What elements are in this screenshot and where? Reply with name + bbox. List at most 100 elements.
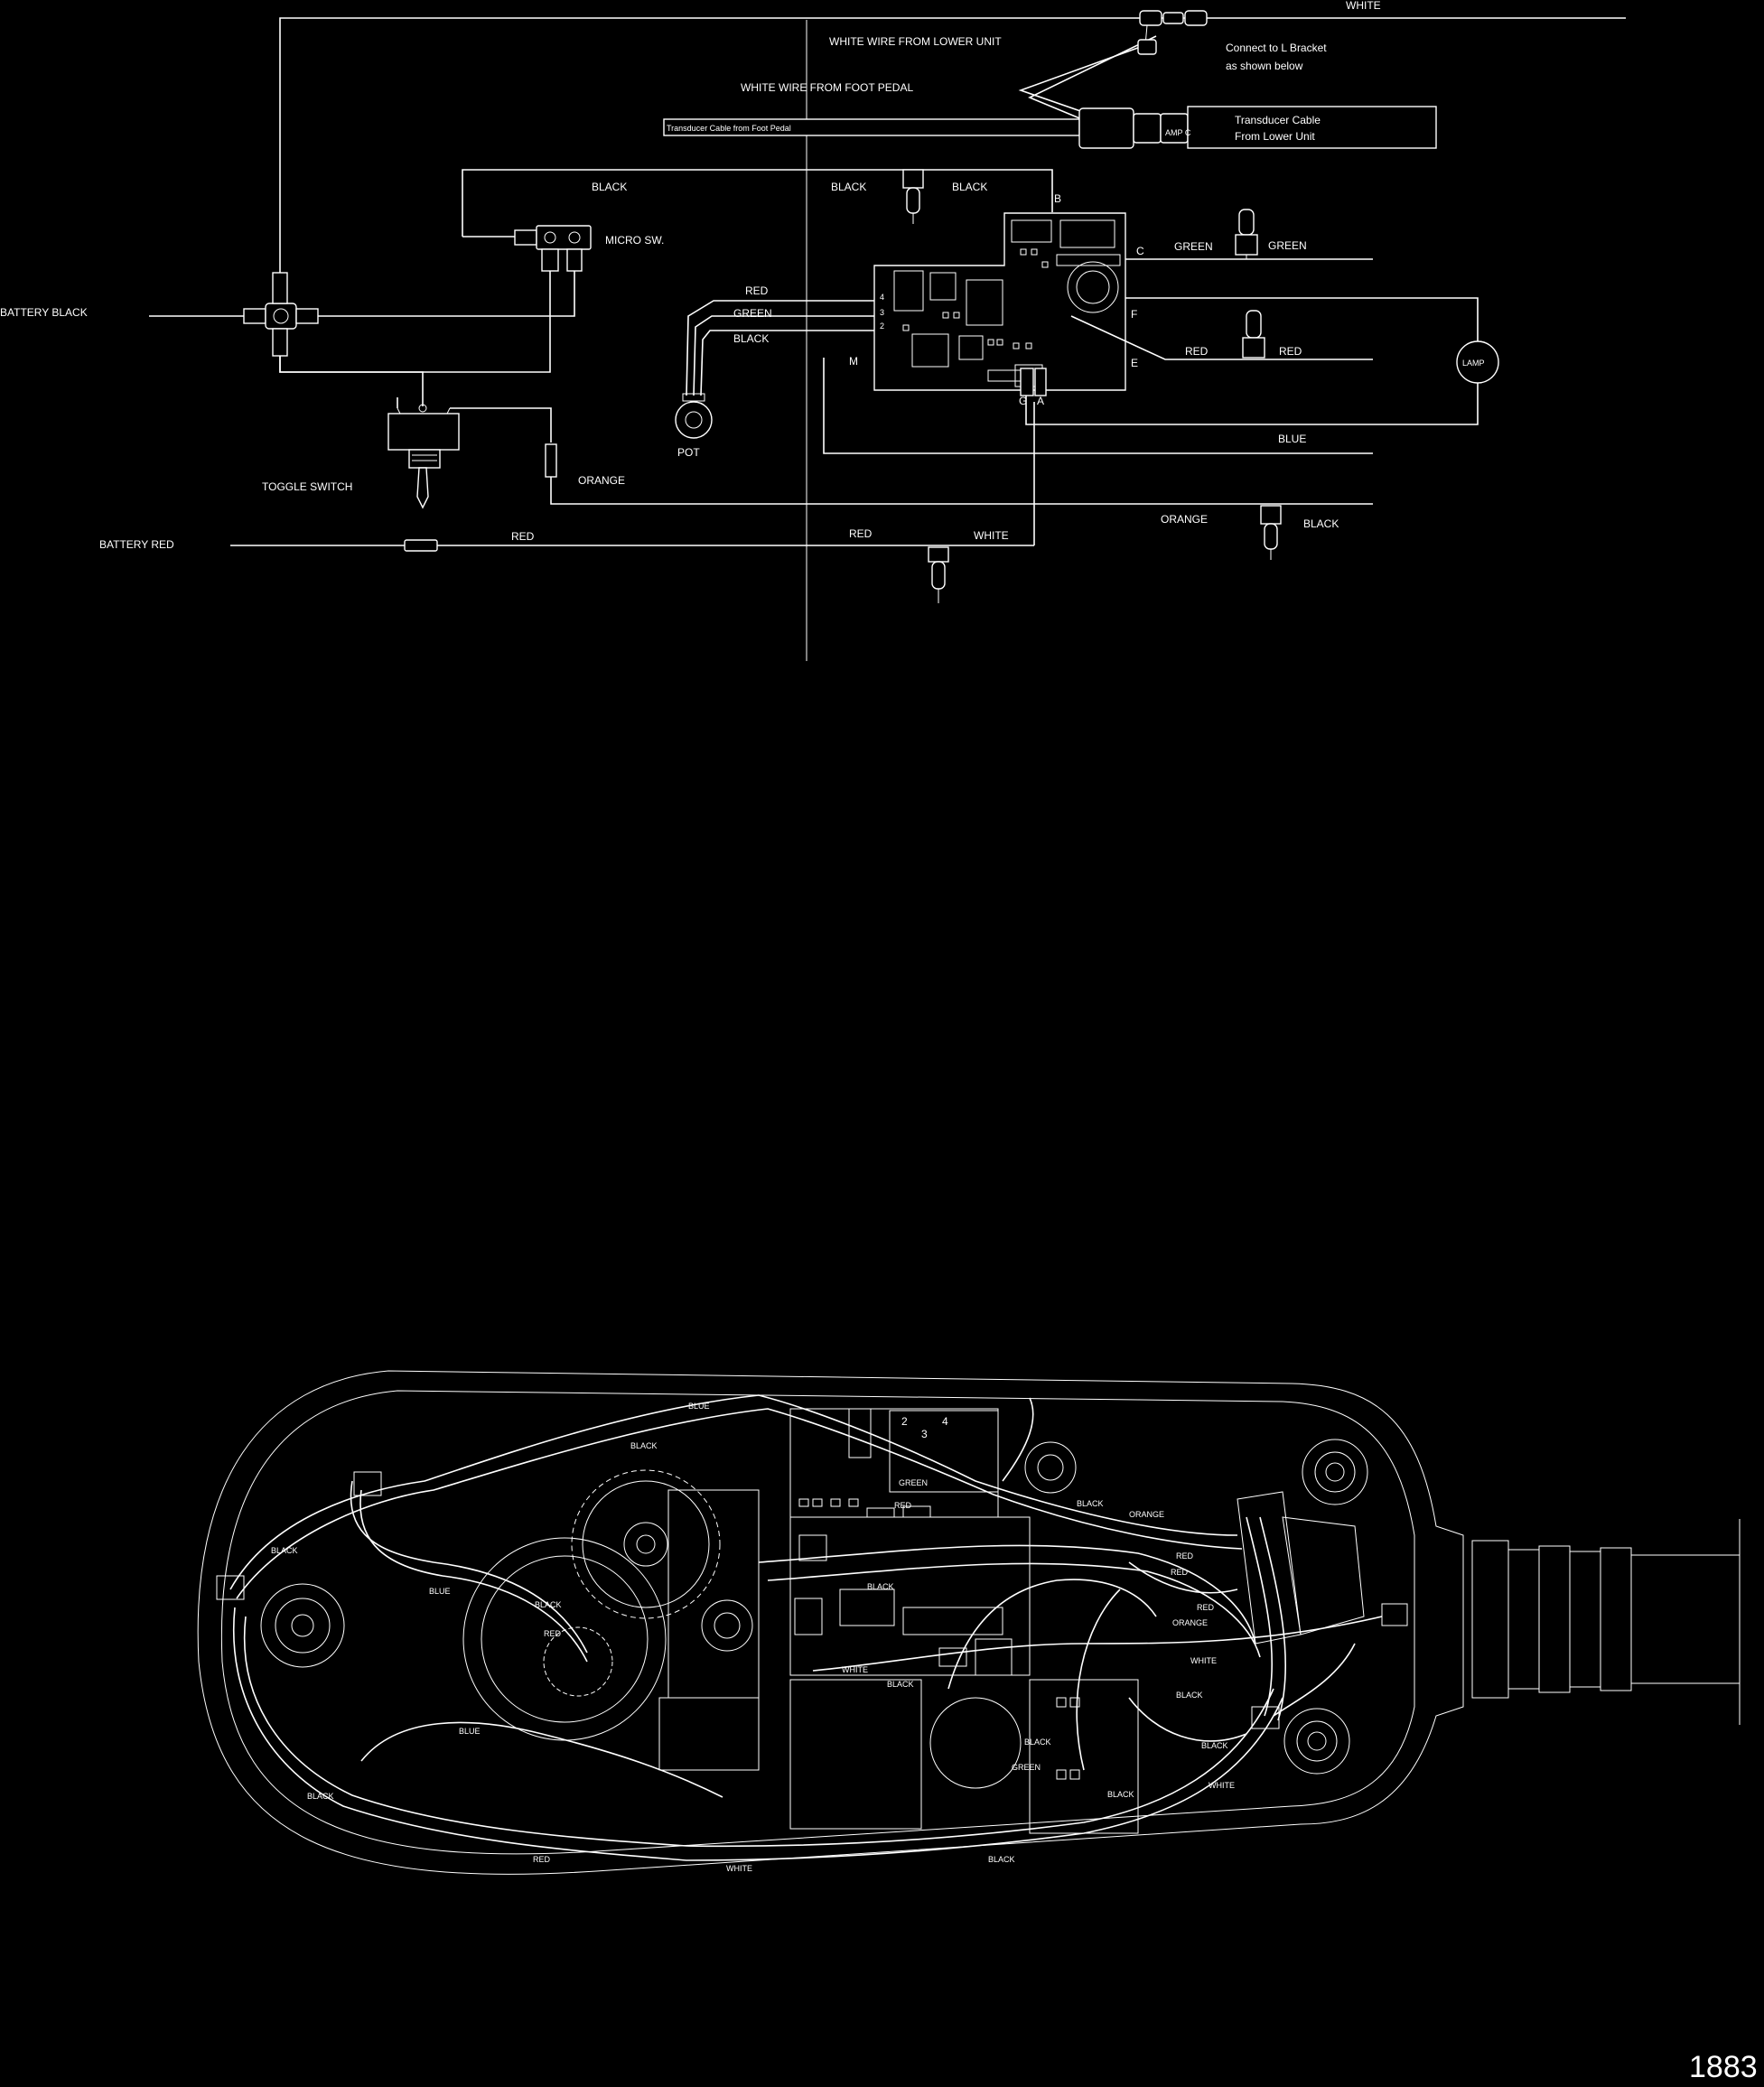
asm-label-black-low: BLACK [887,1680,914,1689]
pin-g: G [1019,395,1027,407]
battery-red-fuse [404,539,438,552]
asm-label-black-low3: BLACK [1024,1738,1051,1747]
asm-label-orange-right: ORANGE [1172,1618,1208,1627]
label-orange-right: ORANGE [1161,513,1208,526]
motor-head-assembly: BLUE BLACK GREEN RED BLACK ORANGE RED RE… [197,1370,1741,1875]
label-pot: POT [677,446,700,459]
asm-label-white-right2: WHITE [1209,1781,1235,1790]
ring-terminal [1137,39,1157,55]
assembly-board-lower [789,1516,1031,1676]
lamp [1456,340,1499,384]
red-wire-e [1070,315,1373,360]
label-red-e: RED [1185,345,1209,358]
label-green-pot: GREEN [733,307,772,320]
label-green-c-right: GREEN [1268,239,1307,252]
top-white-connector [1139,10,1208,46]
blue-wire [823,358,1373,454]
asm-label-red-mid: RED [544,1629,562,1638]
pin-3: 3 [880,308,884,317]
asm-label-black-right2: BLACK [1107,1790,1134,1799]
label-white-from-pedal: WHITE WIRE FROM FOOT PEDAL [741,81,913,94]
label-battery-black: BATTERY BLACK [0,306,88,319]
large-gear [571,1469,721,1619]
label-transducer-lower-2: From Lower Unit [1235,130,1315,143]
label-orange-mid: ORANGE [578,474,625,487]
terminal-block [1029,1679,1139,1834]
capacitor-block [789,1679,922,1830]
label-transducer-lower-1: Transducer Cable [1235,114,1321,126]
orange-fuse [545,443,557,478]
label-micro-sw: MICRO SW. [605,234,664,247]
label-red-bottom-left: RED [511,530,535,543]
asm-label-black-right: BLACK [1201,1741,1228,1750]
asm-label-red-right: RED [1197,1603,1215,1612]
pin-2: 2 [880,321,884,331]
pin-b: B [1054,192,1061,205]
asm-label-white-right: WHITE [1190,1656,1217,1665]
bullet-connector-green [1235,209,1258,259]
pin-a: A [1037,395,1044,407]
asm-label-black-mid: BLACK [867,1582,894,1591]
mount-boss-bottom-right [1283,1708,1350,1775]
relay-ring [929,1697,1022,1789]
motor-bracket [658,1697,760,1771]
potentiometer [675,393,713,439]
label-as-shown-below: as shown below [1226,60,1303,72]
asm-num-4: 4 [942,1415,948,1428]
white-wire-top [279,17,1626,303]
asm-label-orange: ORANGE [1129,1510,1164,1519]
figure-number: 1883 [1689,2050,1758,2084]
label-green-c: GREEN [1174,240,1213,253]
label-red-e-right: RED [1279,345,1302,358]
gear-plate [667,1489,760,1699]
connect-wire-b [1028,35,1157,123]
asm-label-blue-bottom: BLUE [459,1727,481,1736]
lamp-wire-bottom [1025,383,1479,425]
black-wire-top [462,169,1053,237]
bullet-connector-red [1242,310,1265,359]
label-black-top-mid: BLACK [831,181,866,193]
mount-boss-left [260,1583,345,1668]
asm-label-black-gear: BLACK [535,1600,562,1609]
asm-label-red-bottom: RED [533,1855,551,1864]
mount-boss-mid [701,1599,753,1652]
schematic: WHITE WHITE WIRE FROM LOWER UNIT Connect… [0,0,1626,661]
wire-harness [229,1394,1383,1861]
asm-label-white-bottom: WHITE [726,1864,752,1873]
label-black-pot: BLACK [733,332,769,345]
pin-c: C [1136,245,1144,257]
battery-black-junction [243,272,319,357]
asm-label-green-low: GREEN [1012,1763,1041,1772]
asm-label-blue-left: BLUE [429,1587,451,1596]
mount-boss-top-right [1302,1439,1368,1505]
label-black-top-right: BLACK [952,181,987,193]
lamp-wire-top [1125,297,1479,341]
housing-inner [220,1390,1415,1855]
label-blue: BLUE [1278,433,1306,445]
label-battery-red: BATTERY RED [99,538,174,551]
label-white-bottom: WHITE [974,529,1009,542]
asm-label-black-a: BLACK [630,1441,658,1450]
pin-f: F [1131,308,1137,321]
amp-connector: AMP C [1078,106,1437,149]
assembly-labels: BLUE BLACK GREEN RED BLACK ORANGE RED RE… [271,1402,1235,1873]
asm-label-black-low2: BLACK [1176,1691,1203,1700]
housing-outer [197,1370,1464,1875]
motor-ring-inner [481,1555,649,1723]
wire-strain-relief [216,1471,1408,1729]
pin-m: M [849,355,858,368]
control-board [873,212,1126,396]
label-red-bottom-mid: RED [849,527,873,540]
asm-label-white-mid: WHITE [842,1665,868,1674]
connect-wire-a [1018,44,1146,114]
asm-label-black-bottom: BLACK [988,1855,1015,1864]
asm-label-green: GREEN [899,1478,928,1487]
label-transducer-pedal: Transducer Cable from Foot Pedal [667,124,791,133]
bullet-connector-orange [1260,505,1282,560]
label-black-right: BLACK [1303,517,1339,530]
label-connect-l-bracket: Connect to L Bracket [1226,42,1327,54]
mount-boss-top [1024,1441,1077,1494]
label-lamp: LAMP [1462,359,1485,368]
micro-switch [514,225,592,272]
